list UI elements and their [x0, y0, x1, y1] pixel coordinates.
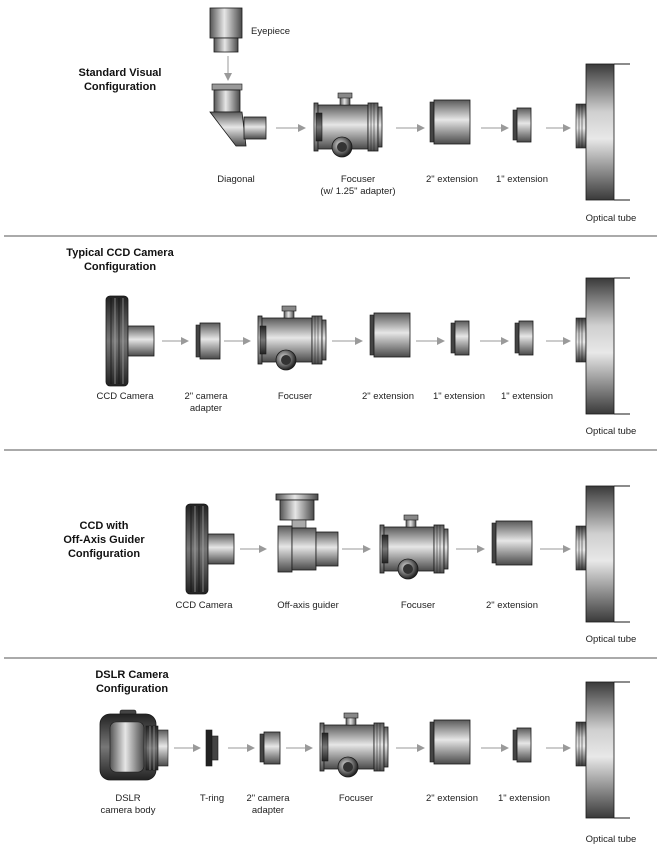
section-typical-ccd: Typical CCD Camera Configuration CCD Cam… — [66, 247, 636, 437]
diagonal-label: Diagonal — [217, 174, 255, 185]
section-title-line: DSLR Camera — [95, 669, 169, 681]
section-title-line: Typical CCD Camera — [66, 247, 174, 259]
off-axis-guider-illustration — [275, 493, 339, 573]
section-title-line: Configuration — [84, 81, 156, 93]
2-inch-extension-illustration — [429, 719, 471, 765]
camera-adapter-label: 2" camera — [247, 793, 291, 804]
off-axis-guider-label: Off-axis guider — [277, 600, 339, 611]
camera-adapter-label: 2" camera — [185, 391, 229, 402]
focuser-adapter-label: (w/ 1.25" adapter) — [320, 186, 395, 197]
section-standard-visual: Standard Visual Configuration Eyepiece D… — [79, 7, 637, 224]
optical-tube-label: Optical tube — [586, 634, 637, 645]
1-inch-extension-illustration — [514, 320, 534, 356]
camera-adapter-label: adapter — [252, 805, 284, 816]
focuser-label: Focuser — [401, 600, 435, 611]
2-inch-extension-label: 2" extension — [362, 391, 414, 402]
2-inch-extension-label: 2" extension — [486, 600, 538, 611]
section-title-line: Off-Axis Guider — [63, 534, 145, 546]
optical-tube-label: Optical tube — [586, 426, 637, 437]
eyepiece-illustration — [209, 7, 243, 53]
dslr-body-label: camera body — [101, 805, 156, 816]
ccd-camera-illustration — [185, 503, 235, 595]
1-inch-extension-illustration — [512, 727, 532, 763]
ccd-camera-label: CCD Camera — [96, 391, 154, 402]
section-title-line: Standard Visual — [79, 67, 162, 79]
section-title-line: CCD with — [80, 520, 129, 532]
2-inch-extension-illustration — [369, 312, 411, 358]
optical-tube-illustration — [575, 485, 631, 623]
camera-adapter-label: adapter — [190, 403, 222, 414]
diagonal-illustration — [209, 83, 267, 147]
camera-adapter-illustration — [195, 322, 221, 360]
1-inch-extension-label: 1" extension — [433, 391, 485, 402]
1-inch-extension-illustration — [512, 107, 532, 143]
optical-tube-illustration — [575, 277, 631, 415]
2-inch-extension-illustration — [491, 520, 533, 566]
section-dslr-camera: DSLR Camera Configuration DSLR camera bo… — [95, 669, 636, 845]
camera-adapter-illustration — [259, 731, 281, 765]
t-ring-illustration — [205, 729, 219, 767]
section-title-line: Configuration — [96, 683, 168, 695]
focuser-label: Focuser — [339, 793, 373, 804]
2-inch-extension-label: 2" extension — [426, 793, 478, 804]
optical-tube-illustration — [575, 63, 631, 201]
focuser-illustration — [257, 305, 327, 371]
focuser-label: Focuser — [278, 391, 312, 402]
section-ccd-off-axis-guider: CCD with Off-Axis Guider Configuration C… — [63, 485, 637, 645]
1-inch-extension-label: 1" extension — [501, 391, 553, 402]
dslr-body-illustration — [99, 709, 169, 781]
1-inch-extension-label: 1" extension — [498, 793, 550, 804]
optical-tube-label: Optical tube — [586, 834, 637, 845]
section-title-line: Configuration — [68, 548, 140, 560]
ccd-camera-illustration — [105, 295, 155, 387]
2-inch-extension-illustration — [429, 99, 471, 145]
focuser-label: Focuser — [341, 174, 375, 185]
ccd-camera-label: CCD Camera — [175, 600, 233, 611]
2-inch-extension-label: 2" extension — [426, 174, 478, 185]
eyepiece-label: Eyepiece — [251, 26, 290, 37]
dslr-body-label: DSLR — [115, 793, 140, 804]
optical-tube-illustration — [575, 681, 631, 819]
section-title-line: Configuration — [84, 261, 156, 273]
focuser-illustration — [379, 514, 449, 580]
optical-tube-label: Optical tube — [586, 213, 637, 224]
focuser-illustration — [319, 712, 389, 778]
focuser-illustration — [313, 92, 383, 158]
1-inch-extension-label: 1" extension — [496, 174, 548, 185]
1-inch-extension-illustration — [450, 320, 470, 356]
t-ring-label: T-ring — [200, 793, 224, 804]
